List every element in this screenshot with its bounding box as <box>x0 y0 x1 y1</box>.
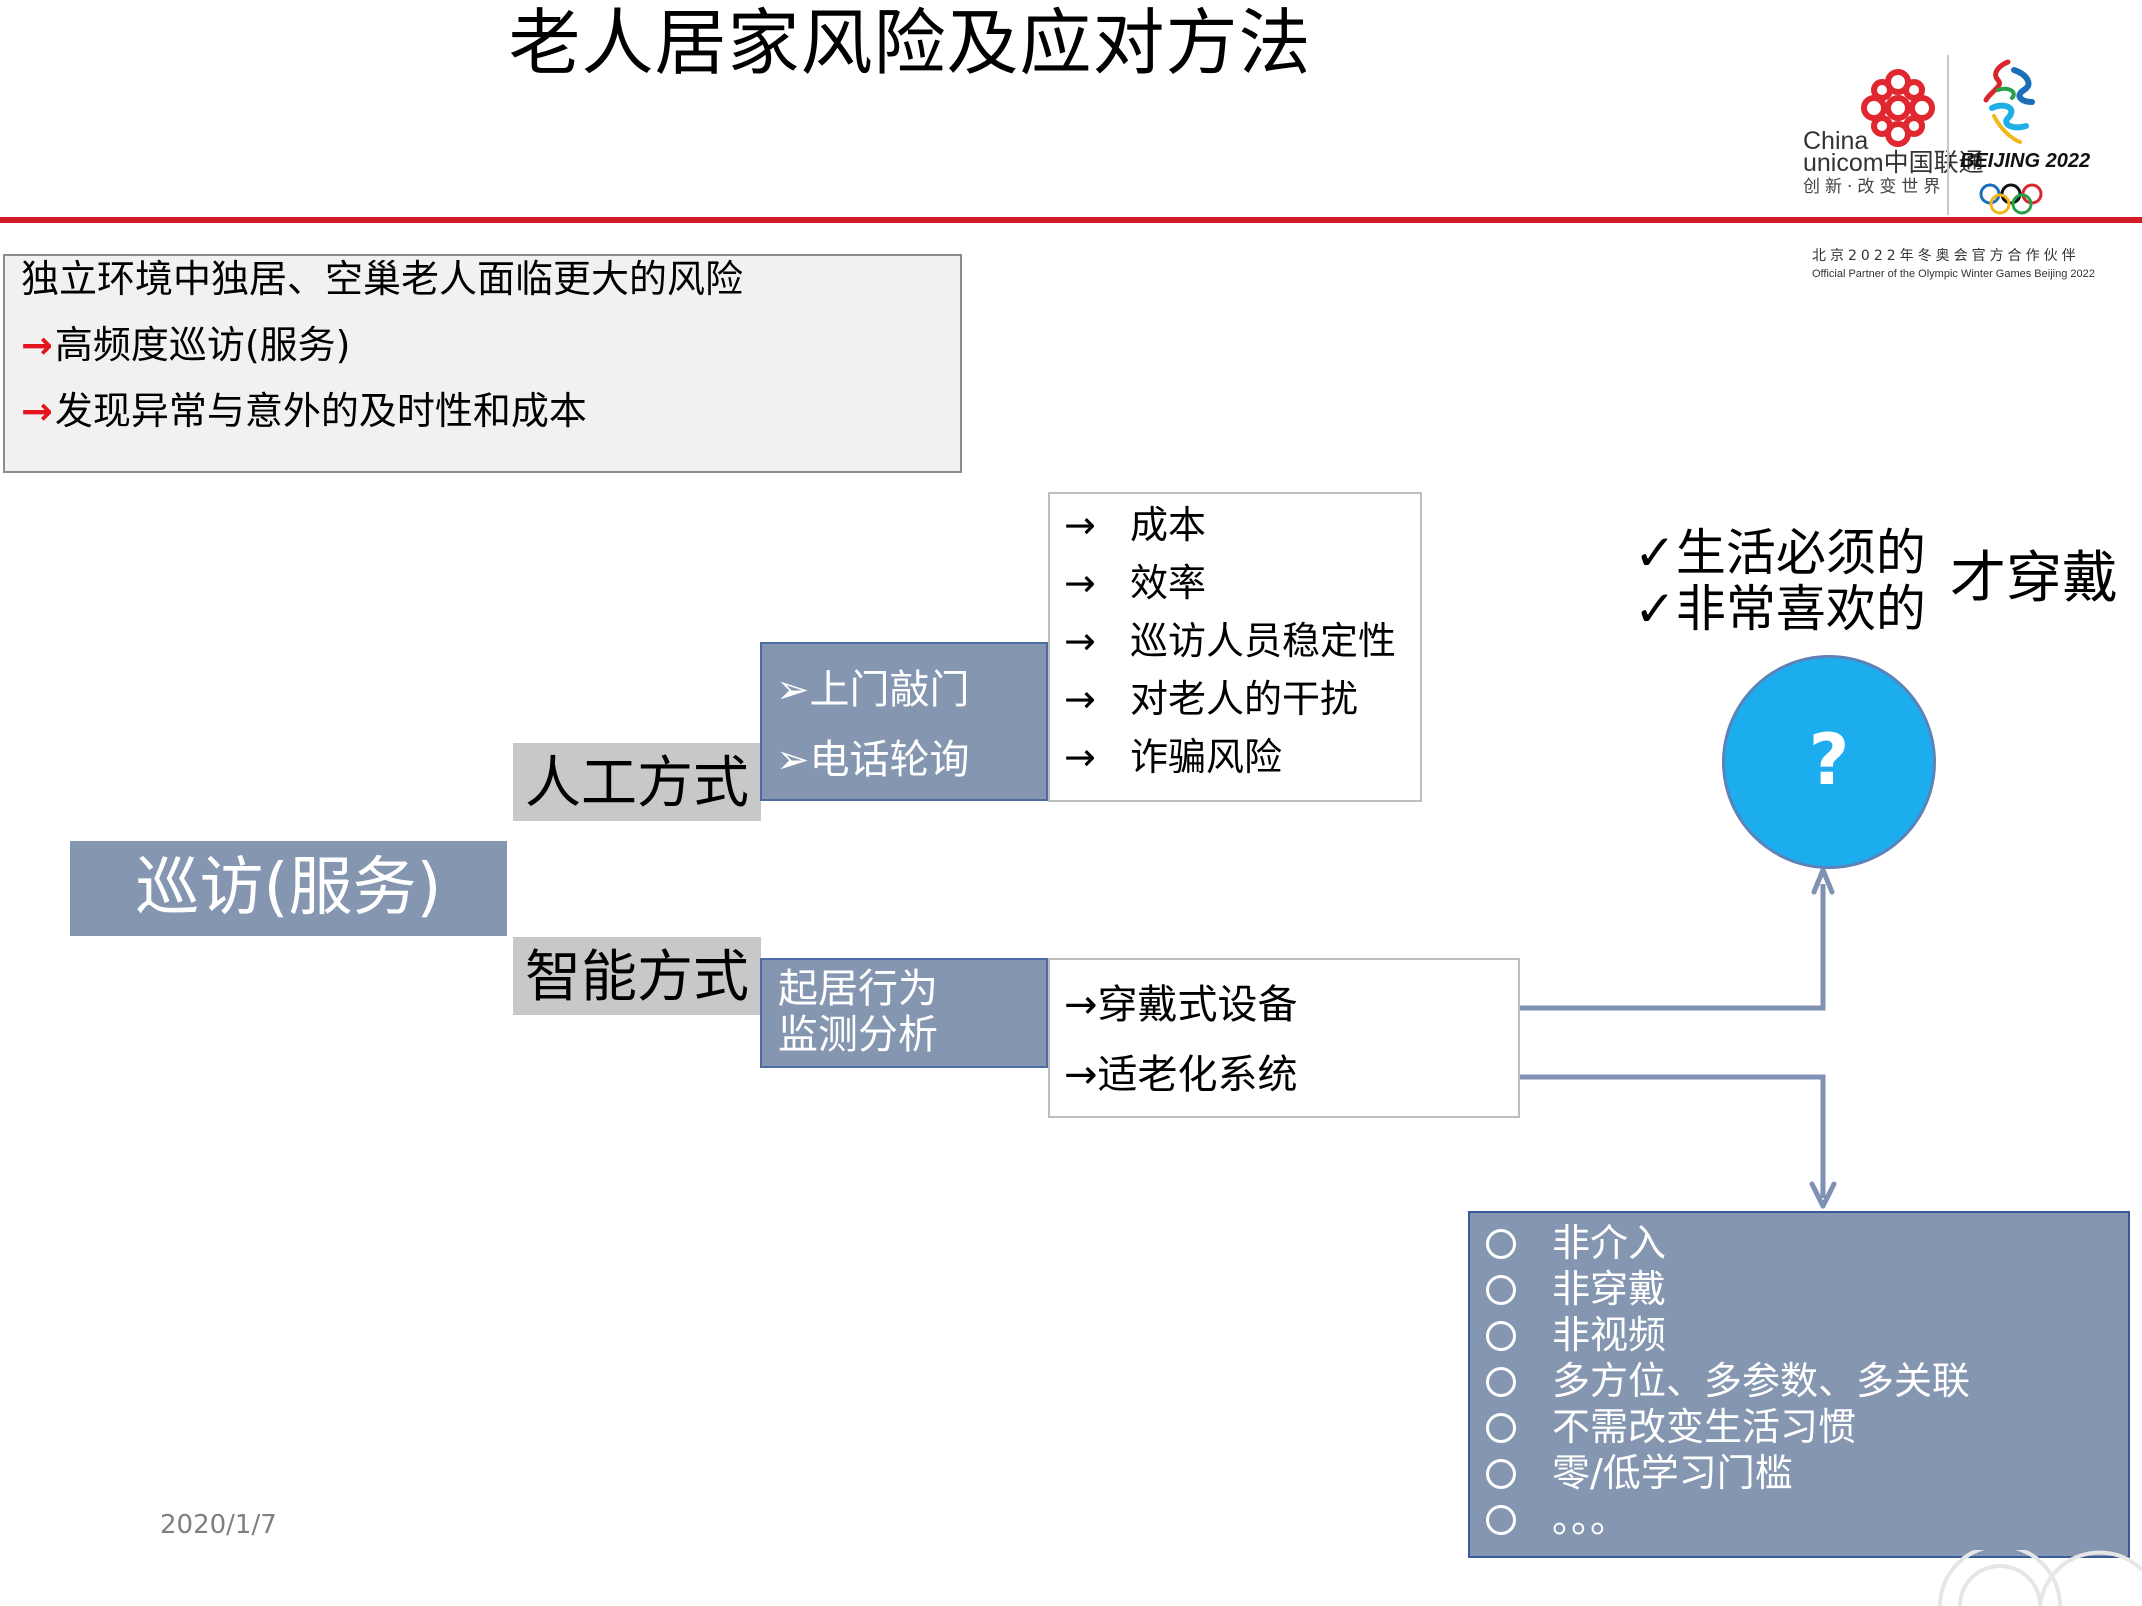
feature-item: 非介入 <box>1486 1220 1666 1266</box>
china-unicom-knot-icon <box>1861 69 1935 147</box>
feature-item: 。。。 <box>1486 1496 1628 1542</box>
method-phone-poll: ➢电话轮询 <box>776 737 970 783</box>
circle-bullet-icon <box>1486 1229 1516 1259</box>
arrow-right-icon: → <box>1064 503 1096 547</box>
option-wearable: →穿戴式设备 <box>1064 982 1298 1028</box>
smart-method-line1: 起居行为 <box>778 966 938 1012</box>
partner-text-en: Official Partner of the Olympic Winter G… <box>1812 268 2095 280</box>
circle-bullet-icon <box>1486 1505 1516 1535</box>
issue-item: →成本 <box>1064 500 1206 550</box>
arrow-right-icon: → <box>1064 735 1096 779</box>
circle-bullet-icon <box>1486 1459 1516 1489</box>
feature-item: 非穿戴 <box>1486 1266 1666 1312</box>
manual-methods-box: ➢上门敲门 ➢电话轮询 <box>760 642 1048 801</box>
page-title: 老人居家风险及应对方法 <box>508 1 1312 85</box>
smart-method-box: 起居行为 监测分析 <box>760 958 1048 1068</box>
arrow-right-icon: → <box>1064 619 1096 663</box>
risk-point-visits: →高频度巡访(服务) <box>21 323 351 367</box>
red-arrow-icon: → <box>21 323 53 367</box>
circle-bullet-icon <box>1486 1275 1516 1305</box>
issue-item: →诈骗风险 <box>1064 732 1282 782</box>
beijing-2022-text: BEIJING 2022 <box>1960 150 2091 172</box>
issue-item: →对老人的干扰 <box>1064 674 1358 724</box>
beijing-2022-emblem-icon <box>1983 59 2035 144</box>
risk-point-detection: →发现异常与意外的及时性和成本 <box>21 389 587 433</box>
feature-item: 多方位、多参数、多关联 <box>1486 1358 1970 1404</box>
circle-bullet-icon <box>1486 1321 1516 1351</box>
arrow-right-icon: → <box>1064 561 1096 605</box>
method-door-knock: ➢上门敲门 <box>776 667 970 713</box>
feature-item: 零/低学习门槛 <box>1486 1450 1793 1496</box>
features-box: 非介入 非穿戴 非视频 多方位、多参数、多关联 不需改变生活习惯 零/低学习门槛… <box>1468 1211 2130 1558</box>
manual-method-label: 人工方式 <box>513 743 761 821</box>
feature-item: 非视频 <box>1486 1312 1666 1358</box>
risk-summary-box: 独立环境中独居、空巢老人面临更大的风险 →高频度巡访(服务) →发现异常与意外的… <box>3 254 962 473</box>
slide-date: 2020/1/7 <box>160 1510 277 1540</box>
issue-item: →巡访人员稳定性 <box>1064 616 1396 666</box>
header-divider <box>0 217 2142 223</box>
condition-necessary: ✓生活必须的 <box>1634 524 1926 582</box>
option-elderly-system: →适老化系统 <box>1064 1052 1298 1098</box>
arrow-right-icon: → <box>1064 677 1096 721</box>
olympic-rings-icon <box>1979 183 2043 215</box>
manual-issues-box: →成本 →效率 →巡访人员稳定性 →对老人的干扰 →诈骗风险 <box>1048 492 1422 802</box>
condition-liked: ✓非常喜欢的 <box>1634 580 1926 638</box>
wear-result: 才穿戴 <box>1950 546 2118 611</box>
feature-item: 不需改变生活习惯 <box>1486 1404 1856 1450</box>
partner-text-cn: 北京2022年冬奥会官方合作伙伴 <box>1812 248 2080 264</box>
circle-bullet-icon <box>1486 1367 1516 1397</box>
issue-item: →效率 <box>1064 558 1206 608</box>
red-arrow-icon: → <box>21 389 53 433</box>
main-service-node: 巡访(服务) <box>70 841 507 936</box>
unicom-logo-text-cn: unicom中国联通 <box>1803 149 1984 177</box>
question-circle: ? <box>1722 655 1936 869</box>
unicom-logo-text-en: China <box>1803 127 1869 155</box>
unicom-slogan: 创新·改变世界 <box>1803 177 1946 197</box>
logo-divider <box>1947 55 1949 215</box>
smart-method-line2: 监测分析 <box>778 1012 938 1058</box>
corner-decoration-icon <box>1938 1550 2142 1606</box>
circle-bullet-icon <box>1486 1413 1516 1443</box>
smart-method-label: 智能方式 <box>513 937 761 1015</box>
risk-statement: 独立环境中独居、空巢老人面临更大的风险 <box>21 257 744 301</box>
smart-options-box: →穿戴式设备 →适老化系统 <box>1048 958 1520 1118</box>
